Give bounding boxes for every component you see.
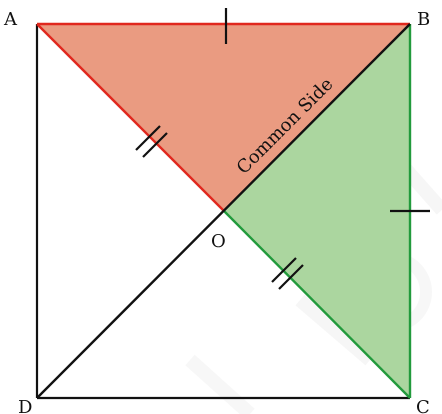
double-tick-oc — [271, 257, 304, 290]
vertex-label-c: C — [416, 397, 430, 414]
segment-ao — [36, 23, 225, 212]
triangle-boc — [224, 24, 410, 398]
double-tick-ao — [135, 125, 168, 158]
segment-oc — [223, 210, 411, 399]
watermark-stroke-2 — [295, 294, 375, 366]
vertex-label-o: O — [211, 231, 226, 252]
vertex-label-d: D — [18, 397, 32, 414]
watermark-stroke-3 — [185, 354, 255, 414]
vertex-label-a: A — [3, 9, 18, 30]
vertex-label-b: B — [417, 9, 430, 30]
triangle-aob — [37, 24, 410, 211]
diagonal-bd — [36, 23, 411, 399]
